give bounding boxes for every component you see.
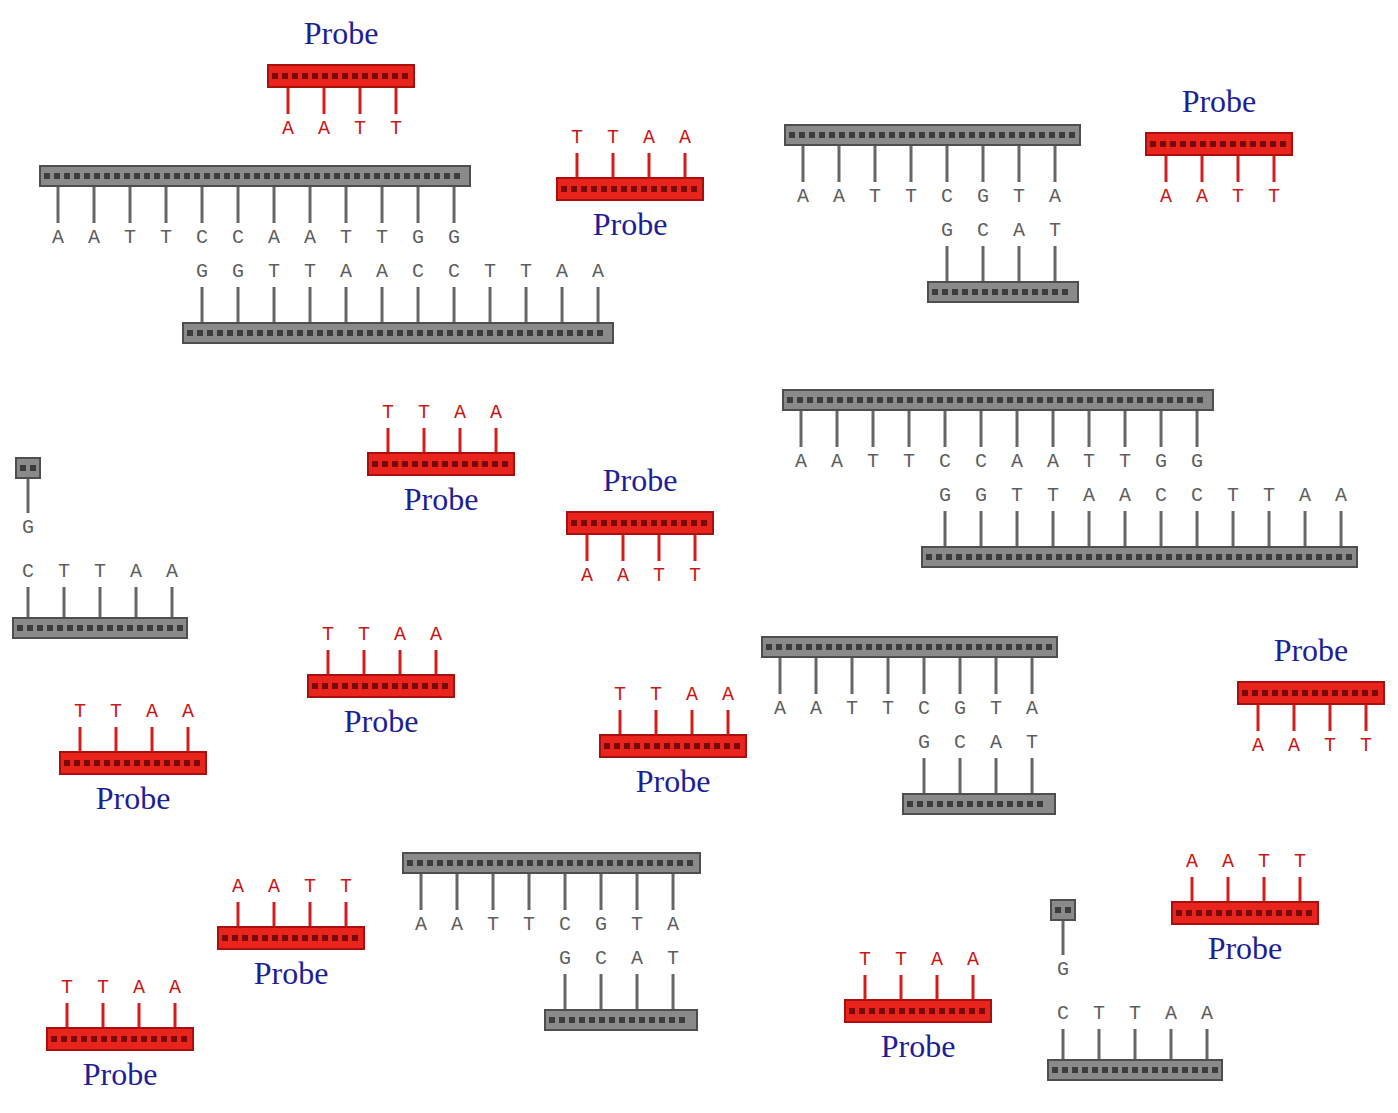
base-sequence: GCAT — [941, 219, 1085, 243]
base-sequence: AATTCCAATTGG — [52, 226, 484, 250]
probe: AATT Probe — [1170, 848, 1332, 968]
base-sequence: CTTAA — [1057, 1002, 1237, 1026]
base-sequence: AATT — [1186, 850, 1330, 874]
base-sequence: AATTCGTA — [415, 913, 703, 937]
strand-backbone — [783, 123, 1087, 304]
base-sequence: TTAA — [614, 683, 758, 707]
probe: TTAA Probe — [843, 946, 1005, 1066]
dna-fragment: AATTCCAATTGG GGTTAACCTTAA — [38, 164, 630, 345]
probe-label: Probe — [404, 481, 479, 517]
dna-fragment: G CTTAA — [11, 456, 204, 640]
base-sequence: GGTTAACCTTAA — [939, 484, 1371, 508]
dna-fragment: G CTTAA — [1046, 898, 1239, 1082]
probe-label: Probe — [344, 703, 419, 739]
base-sequence: TTAA — [61, 976, 205, 1000]
base-sequence: AATT — [232, 875, 376, 899]
base-sequence: G — [22, 516, 58, 540]
base-sequence: AATT — [1252, 734, 1396, 758]
probe-label: Probe — [603, 462, 678, 498]
base-sequence: AATT — [1160, 185, 1304, 209]
probe: TTAA Probe — [58, 698, 220, 818]
dna-fragment: AATTCCAATTGG GGTTAACCTTAA — [781, 388, 1373, 569]
base-sequence: GGTTAACCTTAA — [196, 260, 628, 284]
probe: ProbeAATT — [1144, 81, 1306, 211]
base-sequence: AATT — [282, 117, 426, 141]
probe: ProbeAATT — [1236, 630, 1398, 760]
base-sequence: GCAT — [918, 731, 1062, 755]
base-sequence: TTAA — [571, 126, 715, 150]
base-sequence: GCAT — [559, 947, 703, 971]
probe-label: Probe — [83, 1056, 158, 1092]
base-sequence: TTAA — [322, 623, 466, 647]
probe-label: Probe — [1182, 83, 1257, 119]
probe: AATT Probe — [216, 873, 378, 993]
strand-backbone — [781, 388, 1373, 569]
probe: TTAA Probe — [598, 681, 760, 801]
probe: TTAA Probe — [366, 399, 528, 519]
base-sequence: AATTCGTA — [797, 185, 1085, 209]
probe-label: Probe — [1274, 632, 1349, 668]
probe: ProbeAATT — [565, 460, 727, 590]
probe-label: Probe — [636, 763, 711, 799]
strand-backbone — [11, 456, 204, 640]
probe-label: Probe — [254, 955, 329, 991]
dna-fragment: AATTCGTA GCAT — [760, 635, 1064, 816]
probe-label: Probe — [1208, 930, 1283, 966]
dna-fragment: AATTCGTA GCAT — [783, 123, 1087, 304]
dna-fragment: AATTCGTA GCAT — [401, 851, 705, 1032]
strand-backbone — [38, 164, 630, 345]
base-sequence: TTAA — [859, 948, 1003, 972]
strand-backbone — [760, 635, 1064, 816]
probe: TTAA Probe — [306, 621, 468, 741]
probe: TTAA Probe — [45, 974, 207, 1094]
probe-label: Probe — [881, 1028, 956, 1064]
base-sequence: AATT — [581, 564, 725, 588]
probe: TTAA Probe — [555, 124, 717, 244]
strand-backbone — [1046, 898, 1239, 1082]
probe: ProbeAATT — [266, 13, 428, 143]
base-sequence: TTAA — [382, 401, 526, 425]
probe-label: Probe — [96, 780, 171, 816]
base-sequence: G — [1057, 958, 1093, 982]
base-sequence: AATTCCAATTGG — [795, 450, 1227, 474]
probe-label: Probe — [304, 15, 379, 51]
base-sequence: TTAA — [74, 700, 218, 724]
strand-backbone — [401, 851, 705, 1032]
probe-label: Probe — [593, 206, 668, 242]
base-sequence: AATTCGTA — [774, 697, 1062, 721]
base-sequence: CTTAA — [22, 560, 202, 584]
